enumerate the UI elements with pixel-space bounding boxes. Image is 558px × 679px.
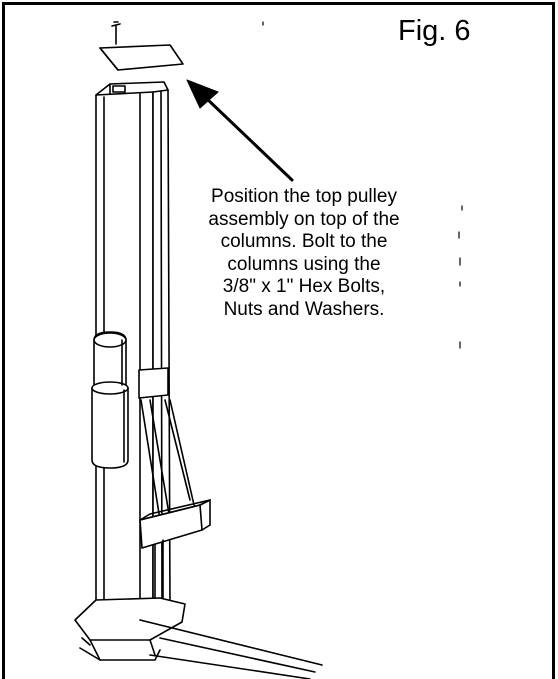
frame-border-left — [2, 2, 5, 679]
instruction-text: Position the top pulley assembly on top … — [208, 186, 400, 320]
pointer-arrow-icon — [186, 79, 294, 182]
frame-border-top — [2, 2, 555, 5]
figure-label: Fig. 6 — [398, 15, 471, 47]
floor-rails — [139, 619, 323, 679]
frame-border-right — [552, 2, 555, 679]
top-pulley-plate-icon — [99, 21, 184, 71]
power-unit-motor-icon — [91, 331, 129, 469]
base-plate — [74, 597, 186, 661]
scan-marks — [262, 21, 463, 349]
carriage-assembly — [138, 367, 211, 601]
